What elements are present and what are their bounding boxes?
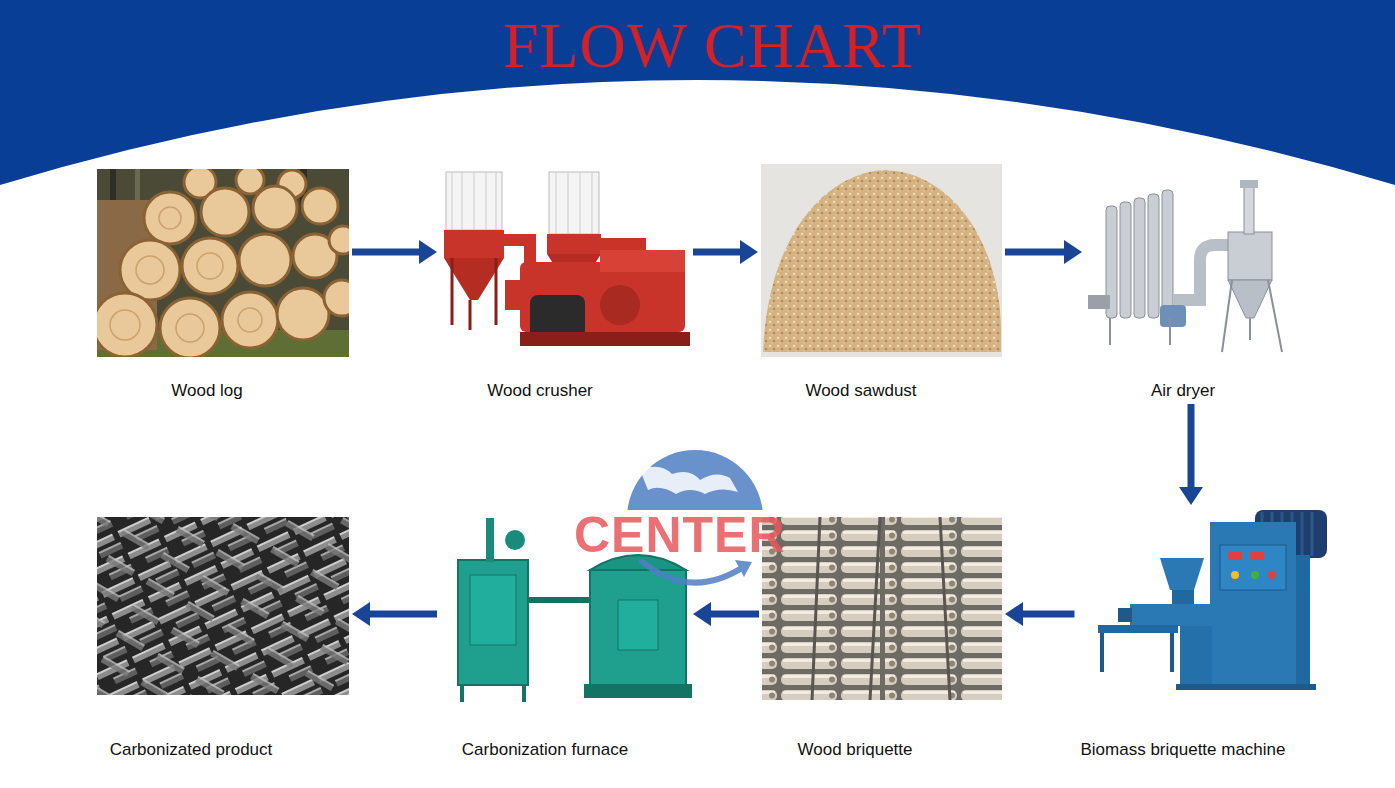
caption-row: Wood briquette xyxy=(762,739,1002,760)
arrow-shaft xyxy=(352,249,421,256)
arrow-head xyxy=(419,240,437,264)
image-area xyxy=(97,169,349,380)
process-step: Wood briquette xyxy=(762,517,1002,760)
image-area xyxy=(97,517,349,739)
arrow-head xyxy=(693,602,711,626)
process-step: Wood crusher xyxy=(440,165,690,401)
flow-arrow xyxy=(693,602,759,626)
arrow-head xyxy=(1179,487,1203,505)
step-caption: Wood log xyxy=(171,380,243,401)
caption-row: Biomass briquette machine xyxy=(1077,739,1333,760)
caption-row: Wood sawdust xyxy=(761,380,1002,401)
title: FLOW CHART xyxy=(0,8,1395,84)
arrow-shaft xyxy=(693,249,742,256)
arrow-shaft xyxy=(368,611,437,618)
caption-row: Air dryer xyxy=(1085,380,1313,401)
arrow-head xyxy=(1064,240,1082,264)
arrow-head xyxy=(1005,602,1023,626)
caption-row: Carbonization furnace xyxy=(440,739,690,760)
arrow-shaft xyxy=(709,611,759,618)
step-caption: Air dryer xyxy=(1151,380,1215,401)
image-area xyxy=(440,165,690,380)
arrow-head xyxy=(740,240,758,264)
process-step: Carbonizated product xyxy=(97,517,349,760)
process-step: Biomass briquette machine xyxy=(1077,508,1333,760)
step-caption: Carbonization furnace xyxy=(462,739,628,760)
image-area xyxy=(1077,508,1333,739)
flow-arrow xyxy=(352,240,437,264)
step-caption: Wood sawdust xyxy=(805,380,916,401)
caption-row: Wood log xyxy=(97,380,349,401)
process-step: Wood log xyxy=(97,169,349,401)
caption-row: Carbonizated product xyxy=(97,739,349,760)
step-caption: Wood crusher xyxy=(487,380,593,401)
step-caption: Wood briquette xyxy=(798,739,913,760)
watermark: CENTER xyxy=(574,507,786,563)
image-area xyxy=(761,164,1002,380)
flow-arrow xyxy=(693,240,758,264)
flow-arrow xyxy=(1005,240,1082,264)
caption-row: Wood crusher xyxy=(440,380,690,401)
arrow-shaft xyxy=(1005,249,1066,256)
flow-arrow xyxy=(1005,602,1074,626)
step-caption: Biomass briquette machine xyxy=(1080,739,1285,760)
flow-arrow xyxy=(352,602,437,626)
flow-arrow xyxy=(1179,404,1203,505)
process-step: Wood sawdust xyxy=(761,164,1002,401)
step-caption: Carbonizated product xyxy=(110,739,273,760)
image-area xyxy=(1085,178,1313,380)
image-area xyxy=(762,517,1002,739)
arrow-shaft xyxy=(1188,404,1195,489)
arrow-head xyxy=(352,602,370,626)
process-step: Air dryer xyxy=(1085,178,1313,401)
arrow-shaft xyxy=(1021,611,1074,618)
